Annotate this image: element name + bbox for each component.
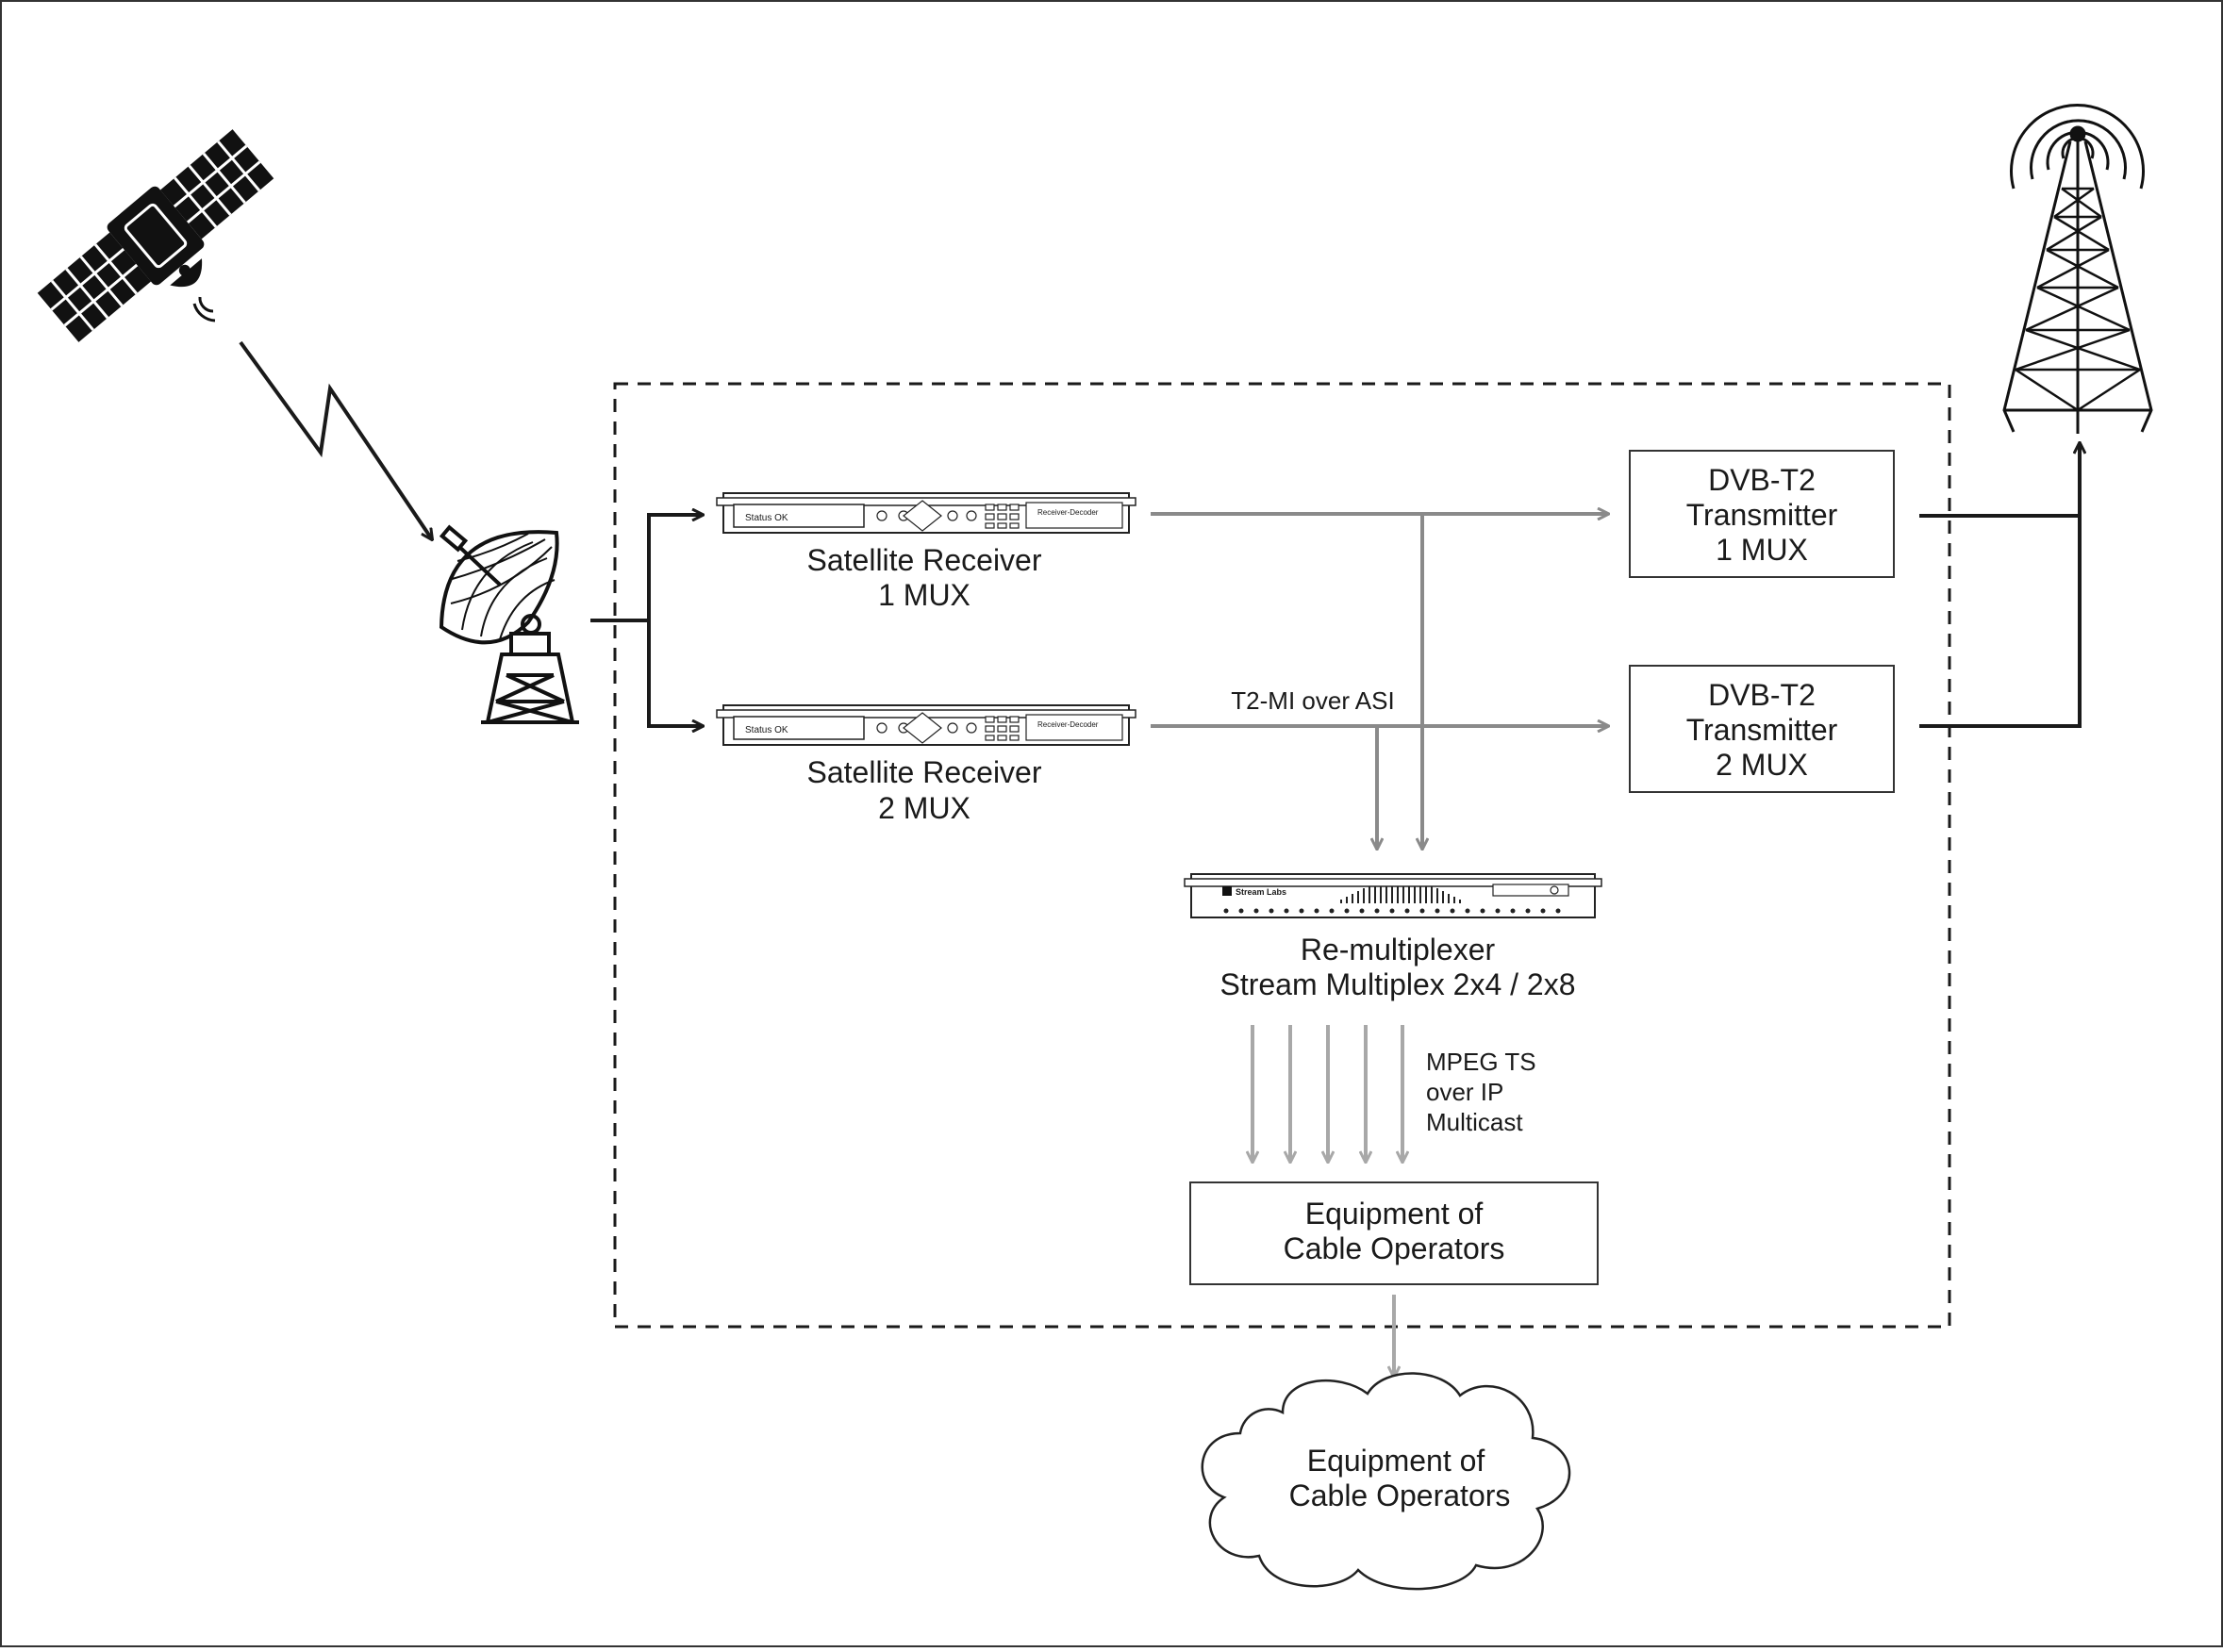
- receiver-2-label-line2: 2 MUX: [878, 791, 970, 825]
- transmitter-1-box: [1629, 450, 1895, 578]
- transmitter-1-line1: DVB-T2: [1708, 463, 1816, 497]
- t2mi-label: T2-MI over ASI: [1231, 686, 1394, 715]
- rack-receiver-icon: Status OK Receiver-Decoder: [716, 492, 1136, 534]
- receiver-2-label-line1: Satellite Receiver: [807, 755, 1042, 789]
- transmitter-2-line1: DVB-T2: [1708, 678, 1816, 712]
- remux-label-line1: Re-multiplexer: [1301, 933, 1496, 966]
- receiver-1-label-line2: 1 MUX: [878, 578, 970, 612]
- receiver-2-status-text: Status OK: [745, 725, 788, 735]
- system-boundary: [613, 382, 1951, 1329]
- receiver-1-label-line1: Satellite Receiver: [807, 543, 1042, 577]
- transmitter-2-line3: 2 MUX: [1716, 748, 1808, 782]
- rack-receiver-icon: Status OK Receiver-Decoder: [716, 704, 1136, 746]
- transmitter-2-line2: Transmitter: [1686, 713, 1838, 747]
- remux-brand-text: Stream Labs: [1236, 887, 1286, 897]
- mpeg-label-line2: over IP: [1426, 1078, 1503, 1106]
- satellite-signal-icon: [192, 296, 216, 322]
- downlink-signal: [239, 340, 432, 539]
- dish-to-receiver-1-line: [590, 515, 703, 622]
- broadcast-tower-icon: [2002, 104, 2153, 434]
- cloud-label-line2: Cable Operators: [1289, 1479, 1511, 1512]
- receiver-1-status-text: Status OK: [745, 513, 788, 523]
- receiver-2-model-text: Receiver-Decoder: [1037, 720, 1099, 729]
- cable-box-line1: Equipment of: [1305, 1197, 1484, 1231]
- cloud-icon: [1201, 1372, 1571, 1591]
- dish-to-receiver-2-line: [647, 620, 703, 726]
- transmitter-2-box: [1629, 665, 1895, 793]
- transmitter-2-to-tower-line: [1919, 443, 2080, 728]
- receiver-1-model-text: Receiver-Decoder: [1037, 508, 1099, 517]
- cable-operators-box: [1189, 1181, 1599, 1285]
- cloud-label-line1: Equipment of: [1307, 1444, 1485, 1478]
- mpeg-label-line3: Multicast: [1426, 1108, 1523, 1136]
- transmitter-1-line2: Transmitter: [1686, 498, 1838, 532]
- mpeg-label-line1: MPEG TS: [1426, 1048, 1536, 1076]
- cable-box-line2: Cable Operators: [1284, 1231, 1505, 1265]
- satellite-dish-icon: [439, 524, 579, 724]
- satellite-icon: [37, 129, 274, 342]
- transmitter-1-line3: 1 MUX: [1716, 533, 1808, 567]
- rack-remux-icon: Stream Labs: [1184, 873, 1602, 918]
- remux-label-line2: Stream Multiplex 2x4 / 2x8: [1219, 967, 1575, 1001]
